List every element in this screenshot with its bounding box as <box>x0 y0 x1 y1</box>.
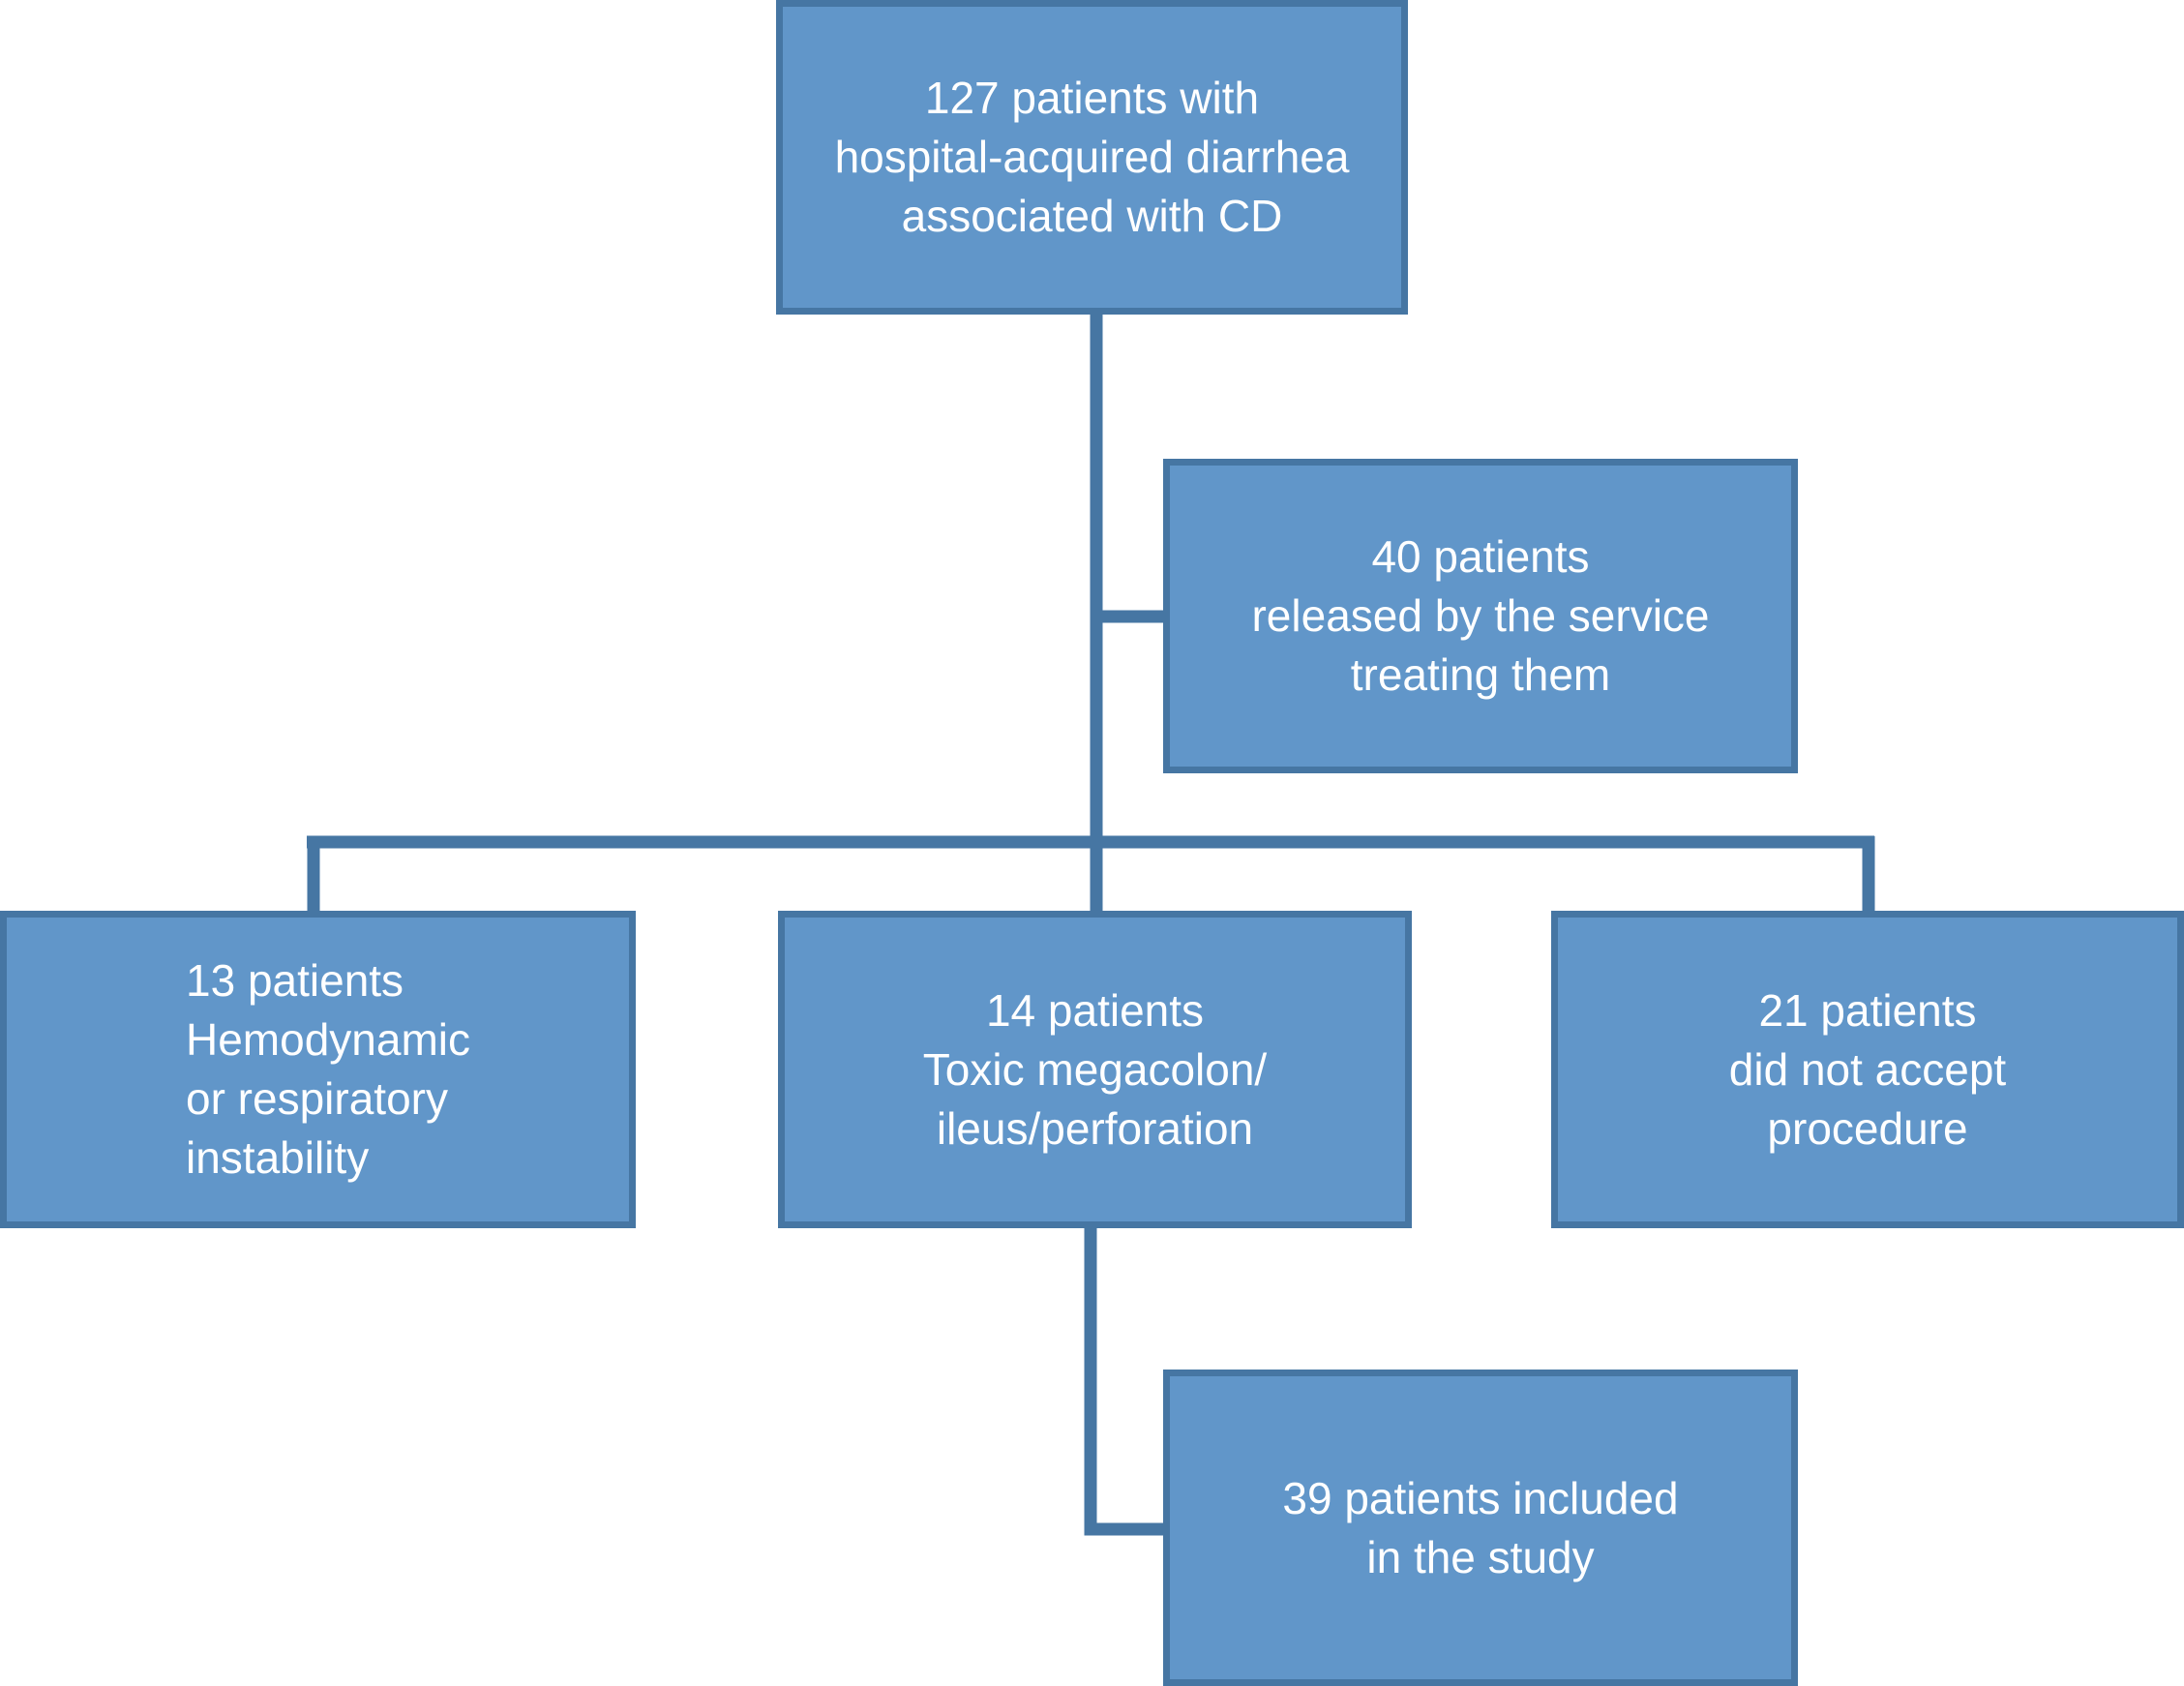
node-included-line-1: 39 patients included <box>1282 1472 1679 1523</box>
node-instability-line-3: or respiratory <box>186 1073 448 1124</box>
node-included-patients: 39 patients included in the study <box>1163 1370 1798 1686</box>
node-declined-line-3: procedure <box>1767 1102 1968 1154</box>
node-total-patients: 127 patients with hospital-acquired diar… <box>776 0 1408 315</box>
node-released-line-3: treating them <box>1350 649 1611 700</box>
node-declined-line-2: did not accept <box>1728 1043 2007 1095</box>
node-declined-line-1: 21 patients <box>1758 984 1977 1036</box>
node-megacolon-patients: 14 patients Toxic megacolon/ ileus/perfo… <box>778 911 1412 1228</box>
node-released-line-1: 40 patients <box>1371 531 1590 582</box>
node-released-line-2: released by the service <box>1251 590 1710 641</box>
node-total-line-2: hospital-acquired diarrhea <box>834 132 1350 182</box>
node-declined-patients: 21 patients did not accept procedure <box>1551 911 2184 1228</box>
node-included-line-2: in the study <box>1366 1531 1595 1582</box>
node-instability-line-1: 13 patients <box>186 955 404 1006</box>
node-total-line-3: associated with CD <box>901 191 1283 241</box>
node-total-line-1: 127 patients with <box>924 73 1260 123</box>
node-instability-line-2: Hemodynamic <box>186 1014 470 1065</box>
edge-megacolon-included <box>1084 1224 1168 1536</box>
node-megacolon-line-3: ileus/perforation <box>936 1102 1254 1154</box>
node-megacolon-line-1: 14 patients <box>985 984 1205 1036</box>
node-megacolon-line-2: Toxic megacolon/ <box>922 1043 1268 1095</box>
node-instability-patients: 13 patients Hemodynamic or respiratory i… <box>0 911 636 1228</box>
node-released-patients: 40 patients released by the service trea… <box>1163 459 1798 773</box>
node-instability-line-4: instability <box>186 1132 370 1183</box>
